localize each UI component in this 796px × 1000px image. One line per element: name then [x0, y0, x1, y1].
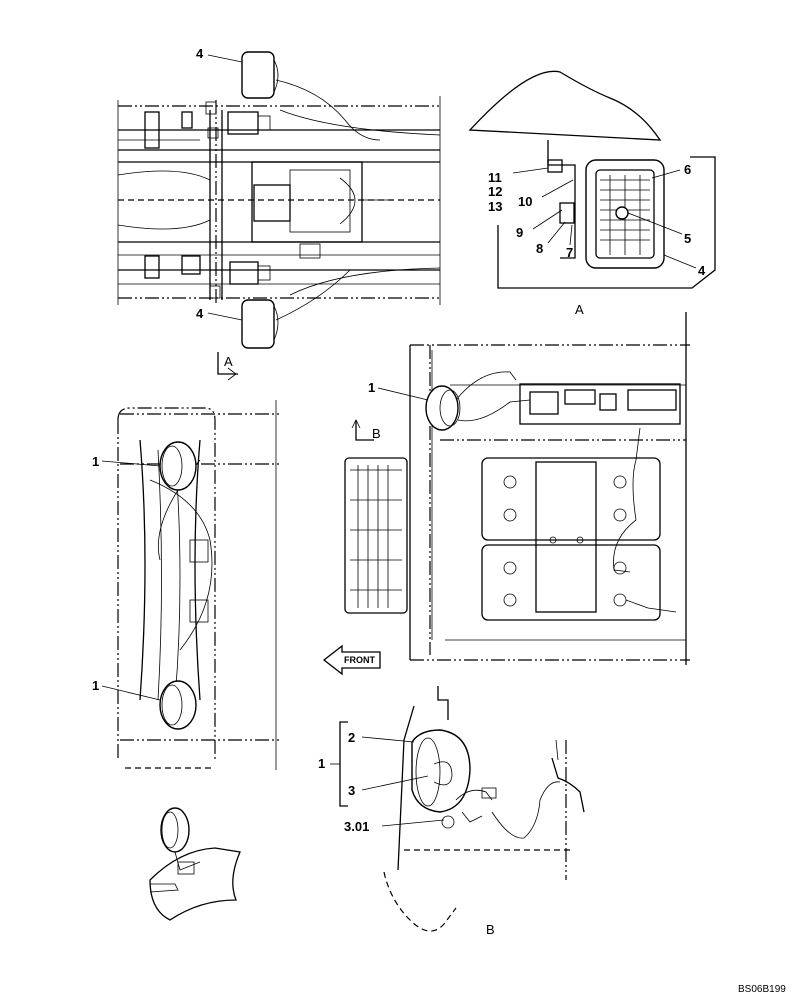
- detail-b-caption: B: [486, 922, 495, 937]
- left-view: [101, 400, 280, 770]
- callout-6: 6: [684, 162, 691, 177]
- top-view: [117, 51, 441, 381]
- callout-12: 12: [488, 184, 502, 199]
- detail-a-caption: A: [575, 302, 584, 317]
- callout-1-right: 1: [368, 380, 375, 395]
- callout-lamp-top: 4: [196, 46, 204, 61]
- callout-1-group: 1: [318, 756, 325, 771]
- detail-a: [468, 70, 716, 289]
- callout-13: 13: [488, 199, 502, 214]
- callout-7: 7: [566, 245, 573, 260]
- callout-lamp-bottom: 4: [196, 306, 204, 321]
- callout-1-upper: 1: [92, 454, 99, 469]
- callout-9: 9: [516, 225, 523, 240]
- right-view: [322, 312, 690, 676]
- callout-5: 5: [684, 231, 691, 246]
- iso-inset: [149, 807, 241, 921]
- callout-4-detail: 4: [698, 263, 706, 278]
- callout-10: 10: [518, 194, 532, 209]
- drawing-id: BS06B199: [738, 984, 786, 995]
- callout-8: 8: [536, 241, 543, 256]
- detail-b: [330, 686, 585, 932]
- section-marker-a: A: [224, 354, 233, 369]
- callout-3: 3: [348, 783, 355, 798]
- callout-1-lower: 1: [92, 678, 99, 693]
- callout-3-01: 3.01: [344, 819, 369, 834]
- callout-2: 2: [348, 730, 355, 745]
- section-marker-b: B: [372, 426, 381, 441]
- callout-11: 11: [488, 170, 502, 185]
- front-label: FRONT: [344, 655, 375, 665]
